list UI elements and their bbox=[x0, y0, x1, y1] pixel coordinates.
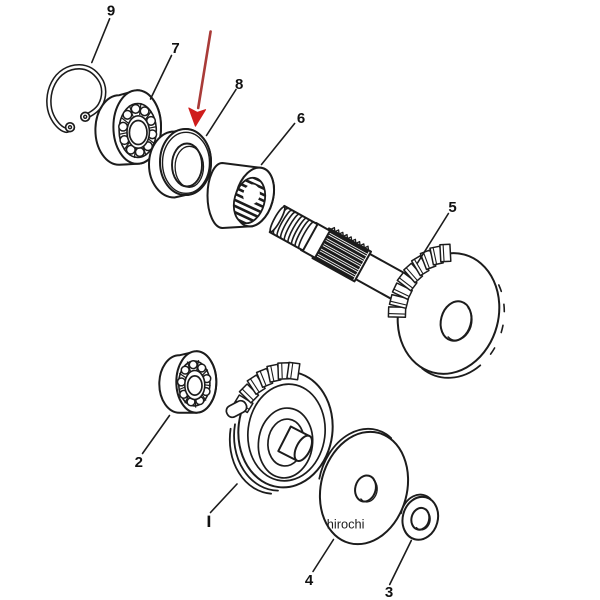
svg-text:5: 5 bbox=[448, 199, 456, 216]
svg-text:hirochi: hirochi bbox=[327, 517, 365, 532]
svg-text:6: 6 bbox=[297, 110, 305, 127]
svg-text:9: 9 bbox=[107, 3, 115, 20]
svg-text:7: 7 bbox=[171, 40, 179, 57]
svg-text:8: 8 bbox=[235, 76, 243, 93]
svg-text:2: 2 bbox=[135, 454, 143, 471]
svg-text:3: 3 bbox=[385, 584, 393, 600]
svg-text:4: 4 bbox=[305, 572, 314, 589]
